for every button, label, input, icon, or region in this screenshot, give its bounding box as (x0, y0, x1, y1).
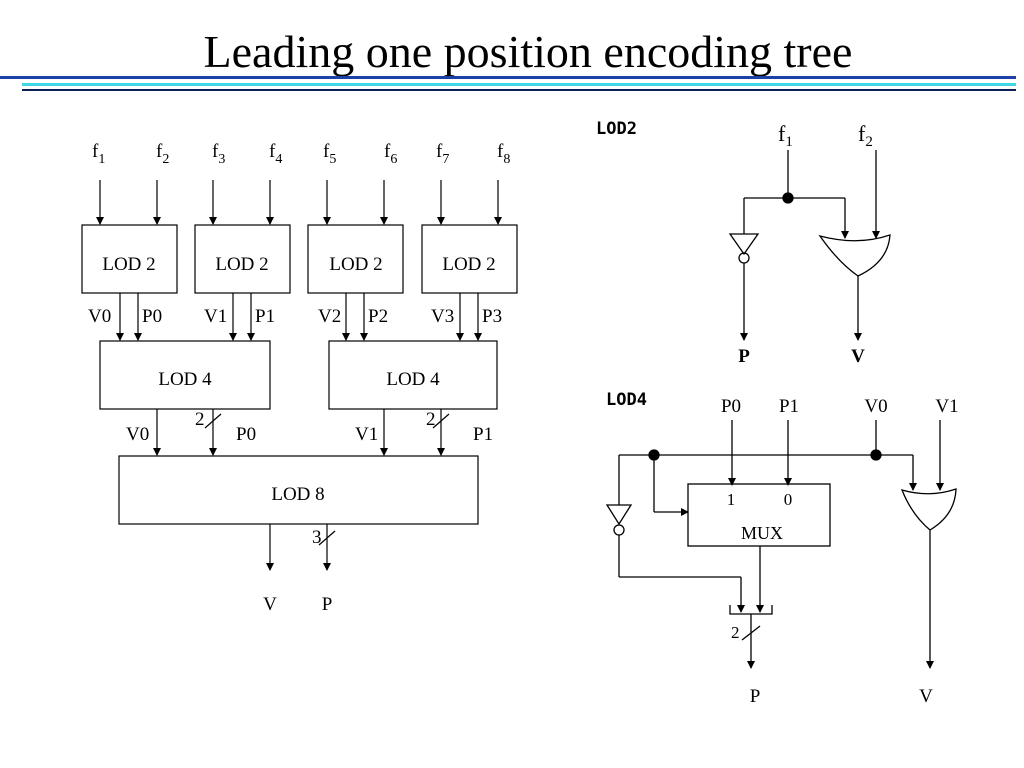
lod2-input-f1: f1 (778, 121, 793, 150)
signal-label-p1: P1 (255, 306, 275, 327)
lod4-output-v: V (919, 686, 933, 707)
signal-label-v1: V1 (204, 306, 227, 327)
lod2-output-v: V (851, 346, 865, 367)
lod4-detail-circuit (605, 420, 957, 669)
input-label-f2: f2 (156, 141, 169, 167)
lod4-output-arrows (153, 409, 450, 456)
lod2-block-3 (307, 224, 404, 294)
title-rule (0, 76, 1016, 91)
lod4-output-p: P (750, 686, 761, 707)
title-rule-bottom (22, 89, 1016, 91)
lod4-detail-label: LOD4 (606, 390, 647, 410)
junction-dot (782, 192, 794, 204)
input-label-f8: f8 (497, 141, 510, 167)
signal-label-v2: V2 (318, 306, 341, 327)
lod2-block-4 (421, 224, 518, 294)
input-label-f4: f4 (269, 141, 282, 167)
or-gate (818, 234, 891, 277)
lod4-label: LOD 4 (386, 369, 440, 390)
bus-slash (432, 413, 450, 429)
lod4-detail-labels: LOD4 P0 P1 V0 V1 1 0 MUX 2 P V (606, 390, 959, 707)
lod2-detail-label: LOD2 (596, 119, 637, 139)
lod4-label: LOD 4 (158, 369, 212, 390)
bus-width-label: 3 (312, 527, 322, 548)
mux-input-1: 1 (727, 490, 736, 509)
title-rule-top (0, 76, 1016, 79)
input-label-f1: f1 (92, 141, 105, 167)
signal-label-p0: P0 (142, 306, 162, 327)
bus-merge (729, 605, 773, 615)
lod2-label: LOD 2 (102, 254, 155, 275)
lod4-block-1 (99, 340, 271, 410)
lod2-block-2 (194, 224, 291, 294)
not-gate (605, 504, 633, 526)
lod2-detail-circuit (728, 150, 891, 341)
input-label-f3: f3 (212, 141, 225, 167)
mux-block (687, 483, 831, 547)
final-output-arrows (266, 524, 336, 571)
lod4-block-2 (328, 340, 498, 410)
signal-label-v0: V0 (126, 424, 149, 445)
bus-width-label: 2 (426, 409, 436, 430)
not-bubble (613, 524, 625, 536)
lod2-detail-labels: LOD2 f1 f2 P V (596, 119, 873, 367)
bus-slash (204, 413, 222, 429)
input-label-f5: f5 (323, 141, 336, 167)
lod8-label: LOD 8 (271, 484, 324, 505)
output-label-p: P (322, 594, 333, 615)
lod2-input-f2: f2 (858, 121, 873, 150)
lod2-output-p: P (738, 346, 750, 367)
bus-width-label: 2 (195, 409, 205, 430)
junction-dot (870, 449, 882, 461)
lod4-input-v1: V1 (935, 396, 958, 417)
lod4-input-p1: P1 (779, 396, 799, 417)
signal-label-p0: P0 (236, 424, 256, 445)
title-rule-accent (22, 83, 1016, 86)
mux-label: MUX (741, 523, 783, 543)
encoding-tree (81, 180, 518, 571)
signal-label-p1: P1 (473, 424, 493, 445)
bus-slash (318, 530, 336, 546)
lod4-input-v0: V0 (864, 396, 887, 417)
input-label-f6: f6 (384, 141, 397, 167)
signal-label-v0: V0 (88, 306, 111, 327)
not-gate (728, 233, 760, 256)
signal-label-v3: V3 (431, 306, 454, 327)
output-label-v: V (263, 594, 277, 615)
signal-label-p2: P2 (368, 306, 388, 327)
lod2-label: LOD 2 (442, 254, 495, 275)
or-gate (900, 488, 957, 531)
lod2-label: LOD 2 (329, 254, 382, 275)
signal-label-p3: P3 (482, 306, 502, 327)
lod2-label: LOD 2 (215, 254, 268, 275)
lod2-block-1 (81, 224, 178, 294)
encoding-tree-labels: f1 f2 f3 f4 f5 f6 f7 f8 LOD 2 LOD 2 LOD … (88, 141, 510, 615)
lod2-output-arrows (116, 293, 482, 341)
slide-title: Leading one position encoding tree (203, 26, 853, 77)
input-arrows (96, 180, 502, 225)
lod4-input-p0: P0 (721, 396, 741, 417)
bus-slash (741, 625, 761, 641)
mux-input-0: 0 (784, 490, 793, 509)
signal-label-v1: V1 (355, 424, 378, 445)
input-label-f7: f7 (436, 141, 449, 167)
lod8-block (118, 455, 479, 525)
bus-width-label: 2 (731, 623, 740, 642)
